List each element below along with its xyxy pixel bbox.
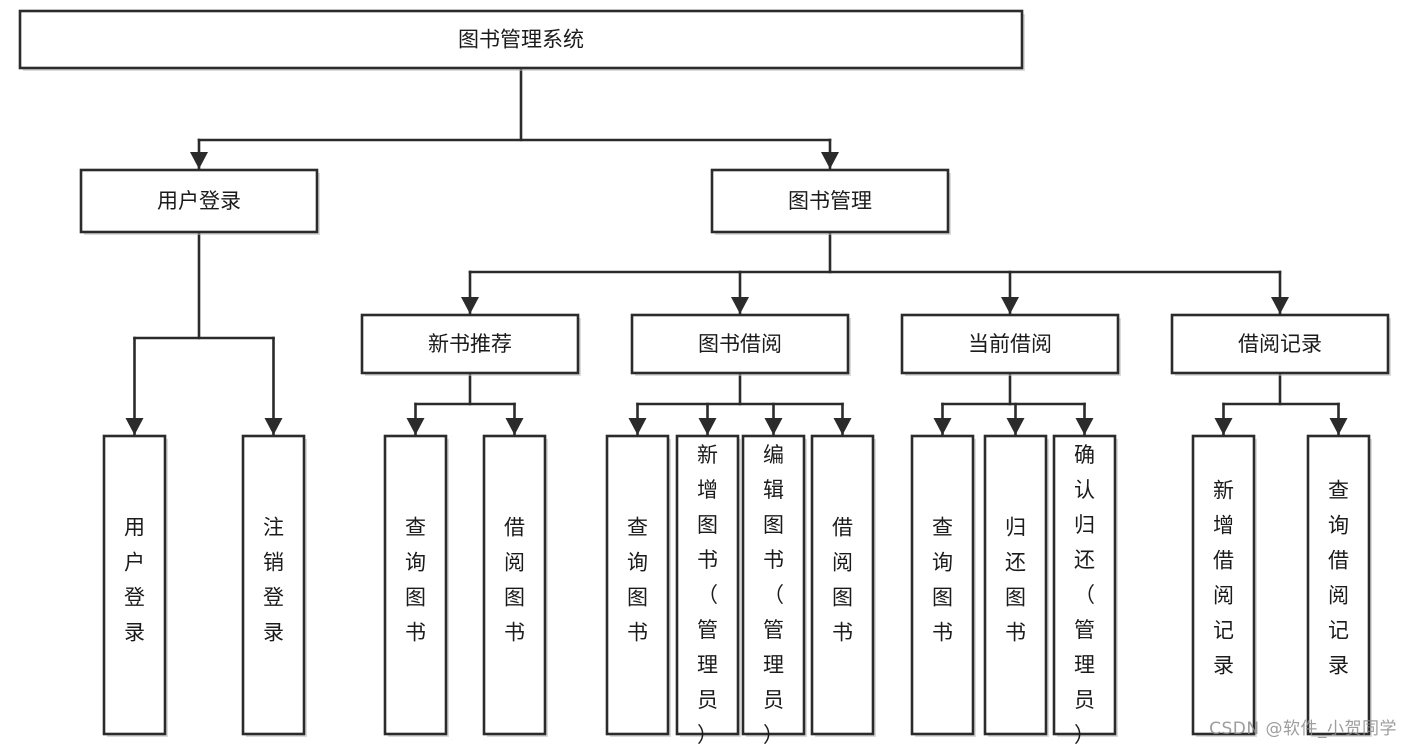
arrowhead-icon	[264, 418, 283, 435]
node-book-management[interactable]: 图书管理	[710, 168, 951, 235]
node-label: 查询图书	[405, 516, 426, 645]
csdn-watermark: CSDN @软件_小贺同学	[1209, 719, 1397, 739]
arrowhead-icon	[1329, 418, 1348, 435]
node-box[interactable]	[241, 434, 306, 736]
node-box[interactable]	[360, 313, 580, 375]
node-label: 新增图书（管理员）	[697, 443, 718, 747]
node-box[interactable]	[710, 168, 950, 234]
node-label: 当前借阅	[968, 332, 1052, 356]
node-leaf-borrow-book-recommend[interactable]: 借阅图书	[482, 434, 548, 737]
arrowhead-icon	[698, 418, 717, 435]
node-label: 确认归还（管理员）	[1074, 443, 1095, 747]
arrowhead-icon	[628, 418, 647, 435]
node-label: 归还图书	[1005, 516, 1026, 645]
node-new-book-recommend[interactable]: 新书推荐	[360, 313, 581, 376]
node-root-图书管理系统[interactable]: 图书管理系统	[18, 9, 1025, 71]
arrowhead-icon	[461, 297, 479, 314]
arrowhead-icon	[190, 152, 208, 169]
arrowhead-icon	[764, 418, 783, 435]
node-label: 查询图书	[627, 516, 648, 645]
node-label: 新书推荐	[428, 332, 512, 356]
arrowhead-icon	[125, 418, 144, 435]
arrowhead-icon	[1214, 418, 1233, 435]
node-leaf-borrow-book[interactable]: 借阅图书	[810, 434, 876, 737]
node-box[interactable]	[1052, 434, 1117, 736]
node-user-login[interactable]: 用户登录	[79, 168, 320, 235]
node-leaf-query-book-current[interactable]: 查询图书	[910, 434, 976, 737]
node-boxes: 图书管理系统用户登录图书管理新书推荐图书借阅当前借阅借阅记录用户登录注销登录查询…	[18, 9, 1391, 747]
node-box[interactable]	[630, 313, 850, 375]
arrowhead-icon	[406, 418, 425, 435]
node-box[interactable]	[983, 434, 1048, 736]
node-box[interactable]	[482, 434, 547, 736]
node-leaf-query-borrow-record[interactable]: 查询借阅记录	[1306, 434, 1372, 737]
connector-lines	[125, 66, 1348, 437]
node-label: 借阅图书	[832, 516, 853, 645]
node-label: 借阅记录	[1238, 332, 1322, 356]
node-leaf-logout[interactable]: 注销登录	[241, 434, 307, 737]
node-box[interactable]	[900, 313, 1120, 375]
node-leaf-query-book-recommend[interactable]: 查询图书	[383, 434, 449, 737]
node-box[interactable]	[383, 434, 448, 736]
node-label: 编辑图书（管理员）	[763, 443, 784, 747]
node-label: 注销登录	[263, 516, 284, 645]
node-box[interactable]	[675, 434, 740, 736]
node-label: 图书借阅	[698, 332, 782, 356]
node-label: 图书管理系统	[458, 28, 584, 52]
arrowhead-icon	[821, 152, 839, 169]
node-leaf-confirm-return-admin[interactable]: 确认归还（管理员）	[1052, 434, 1118, 747]
node-leaf-return-book[interactable]: 归还图书	[983, 434, 1049, 737]
arrowhead-icon	[505, 418, 524, 435]
node-label: 借阅图书	[504, 516, 525, 645]
node-label: 图书管理	[788, 189, 872, 213]
arrowhead-icon	[933, 418, 952, 435]
arrowhead-icon	[731, 297, 749, 314]
node-label: 查询借阅记录	[1328, 479, 1349, 678]
arrowhead-icon	[1006, 418, 1025, 435]
node-leaf-add-book-admin[interactable]: 新增图书（管理员）	[675, 434, 741, 747]
node-label: 查询图书	[932, 516, 953, 645]
node-box[interactable]	[1191, 434, 1256, 736]
arrowhead-icon	[833, 418, 852, 435]
node-leaf-user-login[interactable]: 用户登录	[102, 434, 168, 737]
node-box[interactable]	[18, 9, 1024, 70]
node-label: 新增借阅记录	[1213, 479, 1234, 678]
arrowhead-icon	[1075, 418, 1094, 435]
node-box[interactable]	[79, 168, 319, 234]
node-leaf-query-book-borrow[interactable]: 查询图书	[605, 434, 671, 737]
node-box[interactable]	[741, 434, 806, 736]
arrowhead-icon	[1271, 297, 1289, 314]
node-box[interactable]	[1170, 313, 1390, 375]
node-box[interactable]	[1306, 434, 1371, 736]
node-leaf-add-borrow-record[interactable]: 新增借阅记录	[1191, 434, 1257, 737]
node-label: 用户登录	[157, 189, 241, 213]
node-label: 用户登录	[124, 516, 145, 645]
node-box[interactable]	[810, 434, 875, 736]
node-box[interactable]	[102, 434, 167, 736]
node-current-borrow[interactable]: 当前借阅	[900, 313, 1121, 376]
arrowhead-icon	[1001, 297, 1019, 314]
node-box[interactable]	[910, 434, 975, 736]
node-book-borrow[interactable]: 图书借阅	[630, 313, 851, 376]
node-borrow-record[interactable]: 借阅记录	[1170, 313, 1391, 376]
node-box[interactable]	[605, 434, 670, 736]
node-leaf-edit-book-admin[interactable]: 编辑图书（管理员）	[741, 434, 807, 747]
